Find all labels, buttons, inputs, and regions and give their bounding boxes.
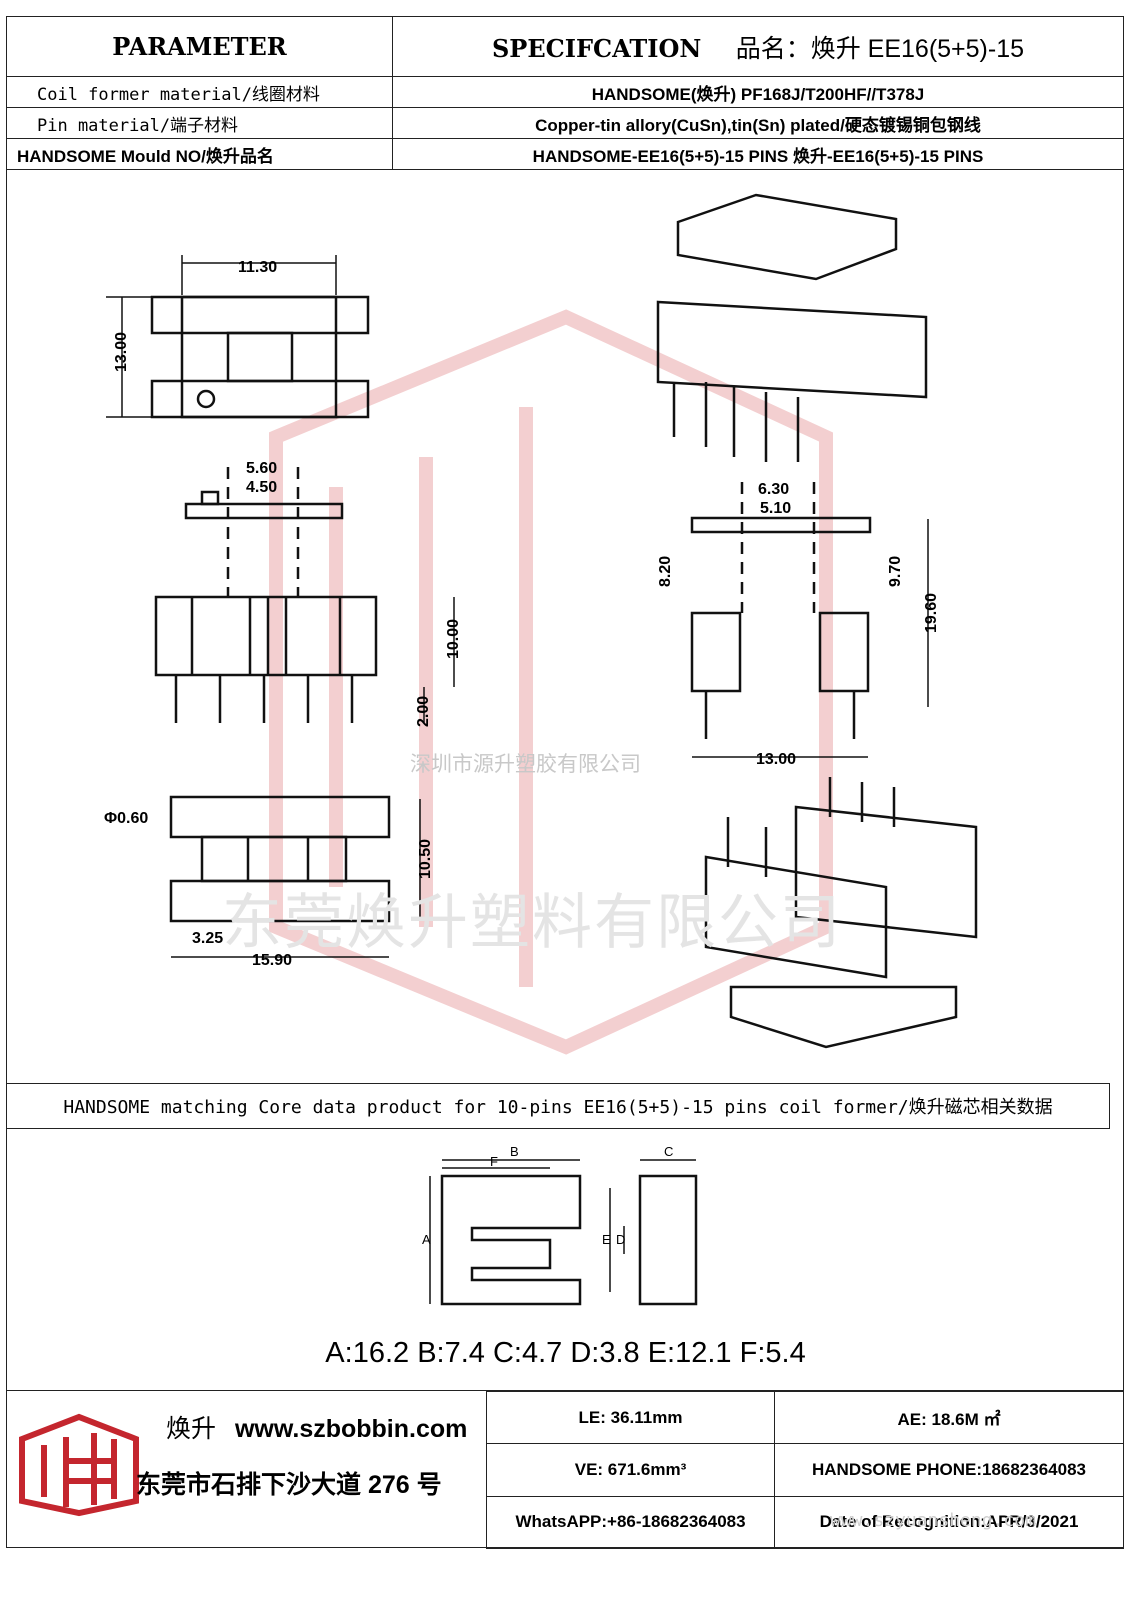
dim-J: 9.70 [887,556,904,587]
core-label-b: B [510,1144,519,1159]
dim-E: 10.00 [445,619,462,659]
core-values: A:16.2 B:7.4 C:4.7 D:3.8 E:12.1 F:5.4 [325,1337,806,1369]
dim-I: 8.20 [657,556,674,587]
dim-G: 6.30 [758,481,789,498]
spec-title: SPECIFCATION [491,33,702,63]
row-pin-label: Pin material/端子材料 [6,107,393,139]
dim-N: 10.50 [417,839,434,879]
watermark-company-small: 深圳市源升塑胶有限公司 [410,752,641,776]
dim-C: 5.60 [246,460,277,477]
core-label-e: E [602,1232,611,1247]
core-params-table: LE: 36.11mm AE: 18.6M ㎡ VE: 671.6mm³ HAN… [486,1390,1124,1550]
core-caption: HANDSOME matching Core data product for … [6,1083,1110,1129]
core-label-f: F [490,1154,498,1169]
phone: HANDSOME PHONE:18682364083 [774,1443,1124,1497]
brand-line: 焕升 www.szbobbin.com [166,1409,467,1445]
i-core-outline [638,1174,698,1306]
dim-D: 4.50 [246,479,277,496]
dim-O: 3.25 [192,930,223,947]
dim-M: Φ0.60 [104,810,148,827]
param-le: LE: 36.11mm [486,1390,775,1445]
row-mould-label: HANDSOME Mould NO/焕升品名 [6,138,393,170]
date-of-recognition: Date of Recognition:APR/3/2021 [774,1495,1124,1550]
technical-drawings: 11.30 13.00 5.60 4.50 10.00 2.00 6.30 5.… [104,193,978,1055]
dim-K: 19.60 [923,593,940,633]
spec-title-cell: SPECIFCATION 品名：焕升 EE16(5+5)-15 [392,16,1124,77]
core-label-c: C [664,1144,673,1159]
logo-watermark [269,309,833,1055]
dim-H: 5.10 [760,500,791,517]
row-coil-label: Coil former material/线圈材料 [6,76,393,108]
website-link[interactable]: www.szbobbin.com [234,1415,468,1443]
dim-A: 11.30 [238,259,277,276]
watermark-site: www.szyuansheng.com [830,1510,1036,1531]
dim-L: 13.00 [756,751,796,768]
param-title: PARAMETER [6,16,393,77]
param-ve: VE: 671.6mm³ [486,1443,775,1497]
core-label-d: D [616,1232,625,1247]
e-core-outline [440,1174,582,1306]
whatsapp: WhatsAPP:+86-18682364083 [486,1495,775,1550]
spec-header-table: PARAMETER SPECIFCATION 品名：焕升 EE16(5+5)-1… [6,16,1124,170]
core-label-a: A [422,1232,431,1247]
brand-cn: 焕升 [166,1415,217,1443]
row-mould-value: HANDSOME-EE16(5+5)-15 PINS 焕升-EE16(5+5)-… [392,138,1124,170]
row-pin-value: Copper-tin allory(CuSn),tin(Sn) plated/硬… [392,107,1124,139]
core-drawing: B F A C E D [422,1144,698,1306]
drawing-lines [106,193,978,1055]
dim-F: 2.00 [415,696,432,727]
row-coil-value: HANDSOME(焕升) PF168J/T200HF//T378J [392,76,1124,108]
param-ae: AE: 18.6M ㎡ [774,1390,1124,1445]
dimension-labels: 11.30 13.00 5.60 4.50 10.00 2.00 6.30 5.… [104,259,940,969]
address: 东莞市石排下沙大道 276 号 [136,1471,442,1499]
dim-B: 13.00 [113,332,130,372]
spec-name: 品名：焕升 EE16(5+5)-15 [735,34,1025,63]
company-logo [19,1413,139,1517]
watermark-company-large: 东莞焕升塑料有限公司 [222,888,842,958]
footer: 焕升 www.szbobbin.com 东莞市石排下沙大道 276 号 LE: … [6,1390,1124,1550]
dim-P: 15.90 [252,952,292,969]
